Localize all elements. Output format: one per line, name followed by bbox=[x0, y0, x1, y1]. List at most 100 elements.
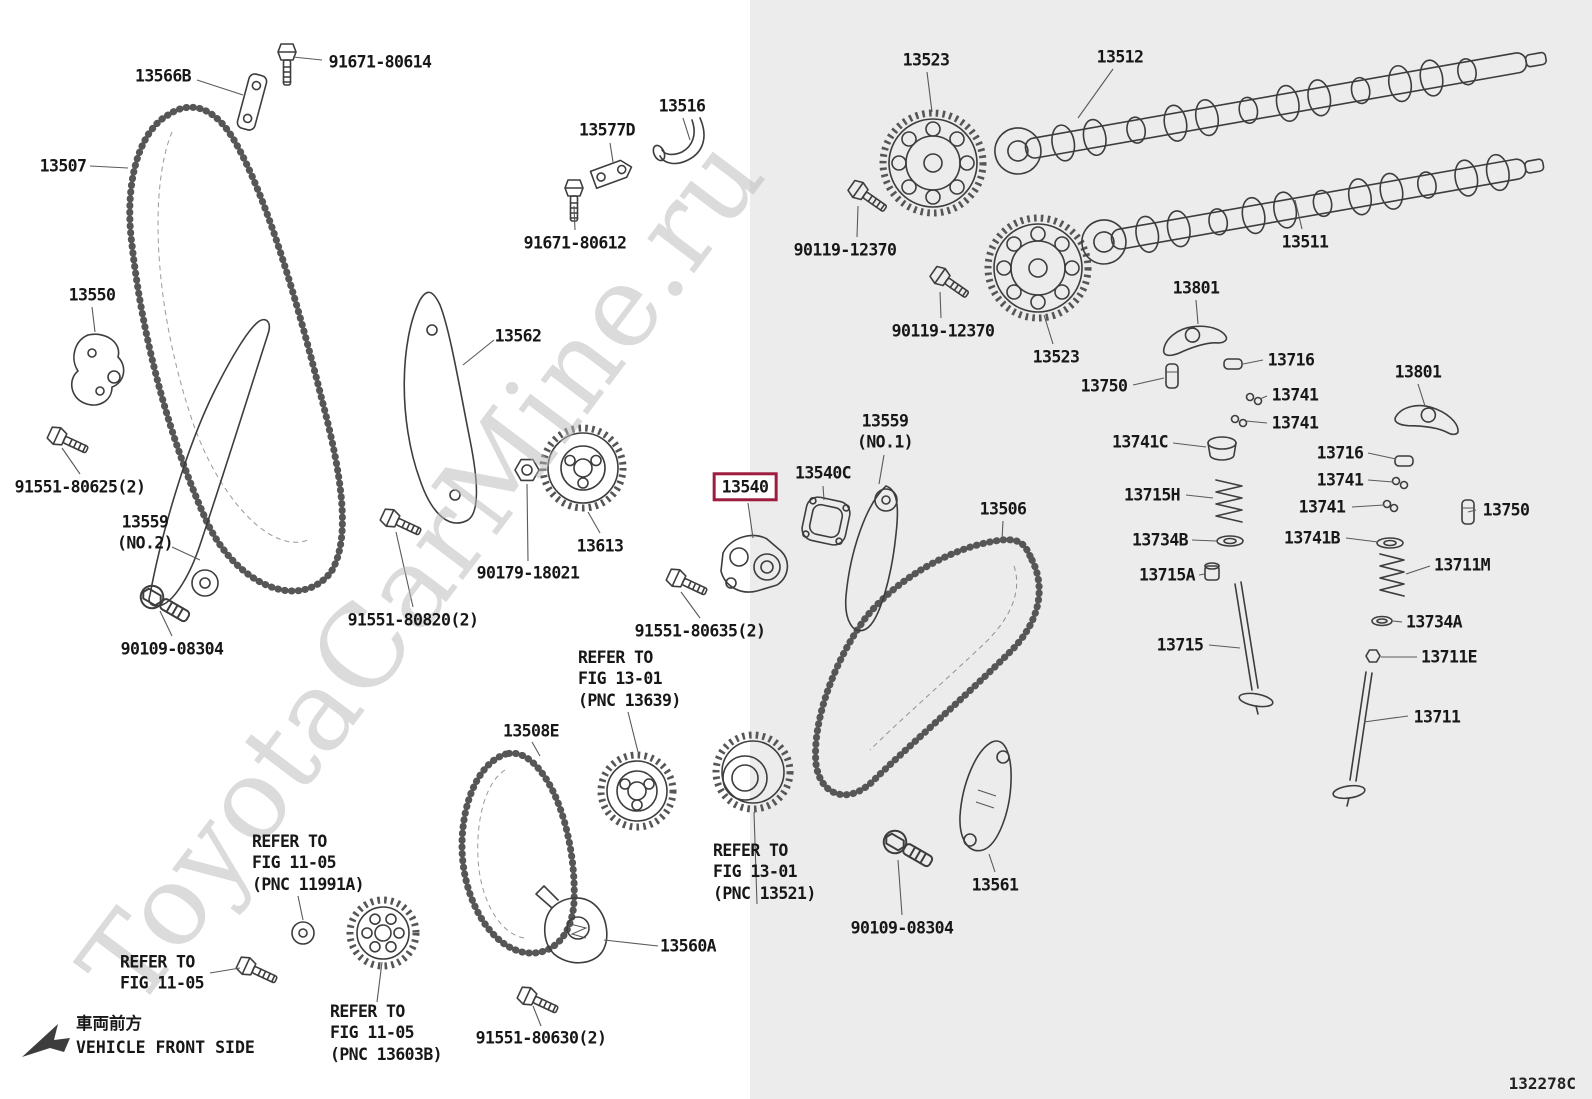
part-label: 13566B bbox=[134, 66, 192, 86]
gasket-13540C bbox=[801, 496, 851, 546]
part-label: 13801 bbox=[1394, 362, 1442, 382]
guide-13559-no2 bbox=[148, 318, 271, 607]
part-label: 13523 bbox=[1032, 347, 1080, 367]
part-label: 13507 bbox=[39, 156, 87, 176]
crank-sprocket-ref-13521 bbox=[712, 731, 794, 813]
washer-ref-11991A bbox=[291, 921, 315, 945]
part-label: 13560A bbox=[659, 936, 717, 956]
part-label: 13734B bbox=[1131, 530, 1189, 550]
part-label: REFER TO FIG 11-05 (PNC 11991A) bbox=[252, 831, 365, 894]
bracket-13577D bbox=[589, 159, 633, 190]
part-label: 13523 bbox=[902, 50, 950, 70]
part-label: 13741 bbox=[1316, 470, 1364, 490]
part-label: 13741B bbox=[1283, 528, 1341, 548]
right-panel-background bbox=[750, 0, 1592, 1099]
part-label: 13750 bbox=[1080, 376, 1128, 396]
part-label: 13750 bbox=[1482, 500, 1530, 520]
part-label: 91551-80625(2) bbox=[14, 477, 146, 497]
part-label: 13506 bbox=[979, 499, 1027, 519]
part-label: 13741 bbox=[1271, 385, 1319, 405]
part-label: 13716 bbox=[1267, 350, 1315, 370]
leader-lines bbox=[61, 56, 1477, 1027]
rocker-arm-13801-a bbox=[1162, 325, 1228, 357]
part-label: 13613 bbox=[576, 536, 624, 556]
cap-13716-b bbox=[1394, 455, 1414, 467]
front-direction-arrow bbox=[22, 1024, 70, 1057]
part-label: REFER TO FIG 13-01 (PNC 13639) bbox=[578, 647, 681, 710]
vvt-controller-13540 bbox=[720, 534, 789, 593]
part-label: 13801 bbox=[1172, 278, 1220, 298]
valve-13711 bbox=[1332, 671, 1373, 807]
valve-spring-13711M bbox=[1379, 553, 1405, 597]
sprocket-13613 bbox=[539, 424, 627, 512]
part-label: 90119-12370 bbox=[891, 321, 995, 341]
part-label: 13715H bbox=[1123, 485, 1181, 505]
guide-13559-no1 bbox=[844, 485, 899, 632]
front-side-en: VEHICLE FRONT SIDE bbox=[76, 1037, 255, 1057]
part-label: 13715 bbox=[1156, 635, 1204, 655]
part-label: 91551-80635(2) bbox=[634, 621, 766, 641]
part-label: 90179-18021 bbox=[476, 563, 580, 583]
part-label: 13577D bbox=[578, 120, 636, 140]
part-label: 91671-80612 bbox=[523, 233, 627, 253]
part-label: 13559 (NO.2) bbox=[116, 512, 174, 553]
part-label: REFER TO FIG 11-05 (PNC 13603B) bbox=[330, 1001, 443, 1064]
part-label: 13550 bbox=[68, 285, 116, 305]
part-label: 13562 bbox=[494, 326, 542, 346]
spring-seat-13734B bbox=[1216, 535, 1244, 547]
valve-13715 bbox=[1234, 581, 1274, 715]
tensioner-13561 bbox=[959, 740, 1012, 852]
part-label: 13741C bbox=[1111, 432, 1169, 452]
part-label: 91551-80820(2) bbox=[347, 610, 479, 630]
camshaft-13512 bbox=[994, 51, 1547, 175]
part-label: 13711E bbox=[1420, 647, 1478, 667]
camshaft-13511 bbox=[1081, 153, 1545, 265]
keepers-13741-b bbox=[1382, 476, 1409, 513]
part-label: 13741 bbox=[1298, 497, 1346, 517]
guide-13550 bbox=[71, 333, 125, 406]
retainer-13741B bbox=[1376, 537, 1404, 549]
keepers-13741-a bbox=[1230, 392, 1263, 428]
part-label: 91671-80614 bbox=[328, 52, 432, 72]
part-label: 13716 bbox=[1316, 443, 1364, 463]
guide-13562 bbox=[403, 291, 478, 524]
part-label: 13512 bbox=[1096, 47, 1144, 67]
rocker-arm-13801-b bbox=[1394, 404, 1459, 436]
tappet-13741C bbox=[1207, 436, 1237, 461]
nut-90179-18021-icon bbox=[514, 458, 540, 482]
timing-chain-13507 bbox=[126, 103, 346, 595]
part-label: 13516 bbox=[658, 96, 706, 116]
cap-13716-a bbox=[1223, 358, 1243, 370]
vehicle-front-note: 車両前方 VEHICLE FRONT SIDE bbox=[76, 1012, 255, 1060]
part-label: 90109-08304 bbox=[850, 918, 954, 938]
part-label: 13711M bbox=[1433, 555, 1491, 575]
part-label: REFER TO FIG 11-05 bbox=[120, 952, 205, 993]
front-side-jp: 車両前方 bbox=[76, 1014, 142, 1033]
part-label: 13561 bbox=[971, 875, 1019, 895]
diagram-code: 132278C bbox=[1508, 1074, 1576, 1093]
part-label: 13511 bbox=[1281, 232, 1329, 252]
part-label: 13540C bbox=[794, 463, 852, 483]
part-label: 13715A bbox=[1138, 565, 1196, 585]
bracket-13566B bbox=[236, 73, 268, 131]
part-label: 90119-12370 bbox=[793, 240, 897, 260]
cam-sprocket-13523-b bbox=[984, 214, 1092, 322]
seat-13715A bbox=[1204, 562, 1220, 581]
part-label: 90109-08304 bbox=[120, 639, 224, 659]
tensioner-13560A bbox=[535, 885, 608, 964]
part-label: 13559 (NO.1) bbox=[856, 411, 914, 452]
chain-13508E bbox=[458, 749, 578, 957]
valve-spring-13715H bbox=[1215, 479, 1243, 523]
part-label: REFER TO FIG 13-01 (PNC 13521) bbox=[713, 840, 816, 903]
pipe-13516 bbox=[652, 117, 705, 165]
gear-ref-13603B bbox=[346, 896, 420, 970]
nut-13711E-icon bbox=[1365, 649, 1381, 663]
part-label: 91551-80630(2) bbox=[475, 1028, 607, 1048]
lash-adjuster-13750-b bbox=[1461, 499, 1475, 525]
chain-13506 bbox=[812, 536, 1043, 799]
lash-adjuster-13750-a bbox=[1165, 363, 1179, 389]
sprocket-ref-13639 bbox=[597, 751, 677, 831]
part-label: 13741 bbox=[1271, 413, 1319, 433]
